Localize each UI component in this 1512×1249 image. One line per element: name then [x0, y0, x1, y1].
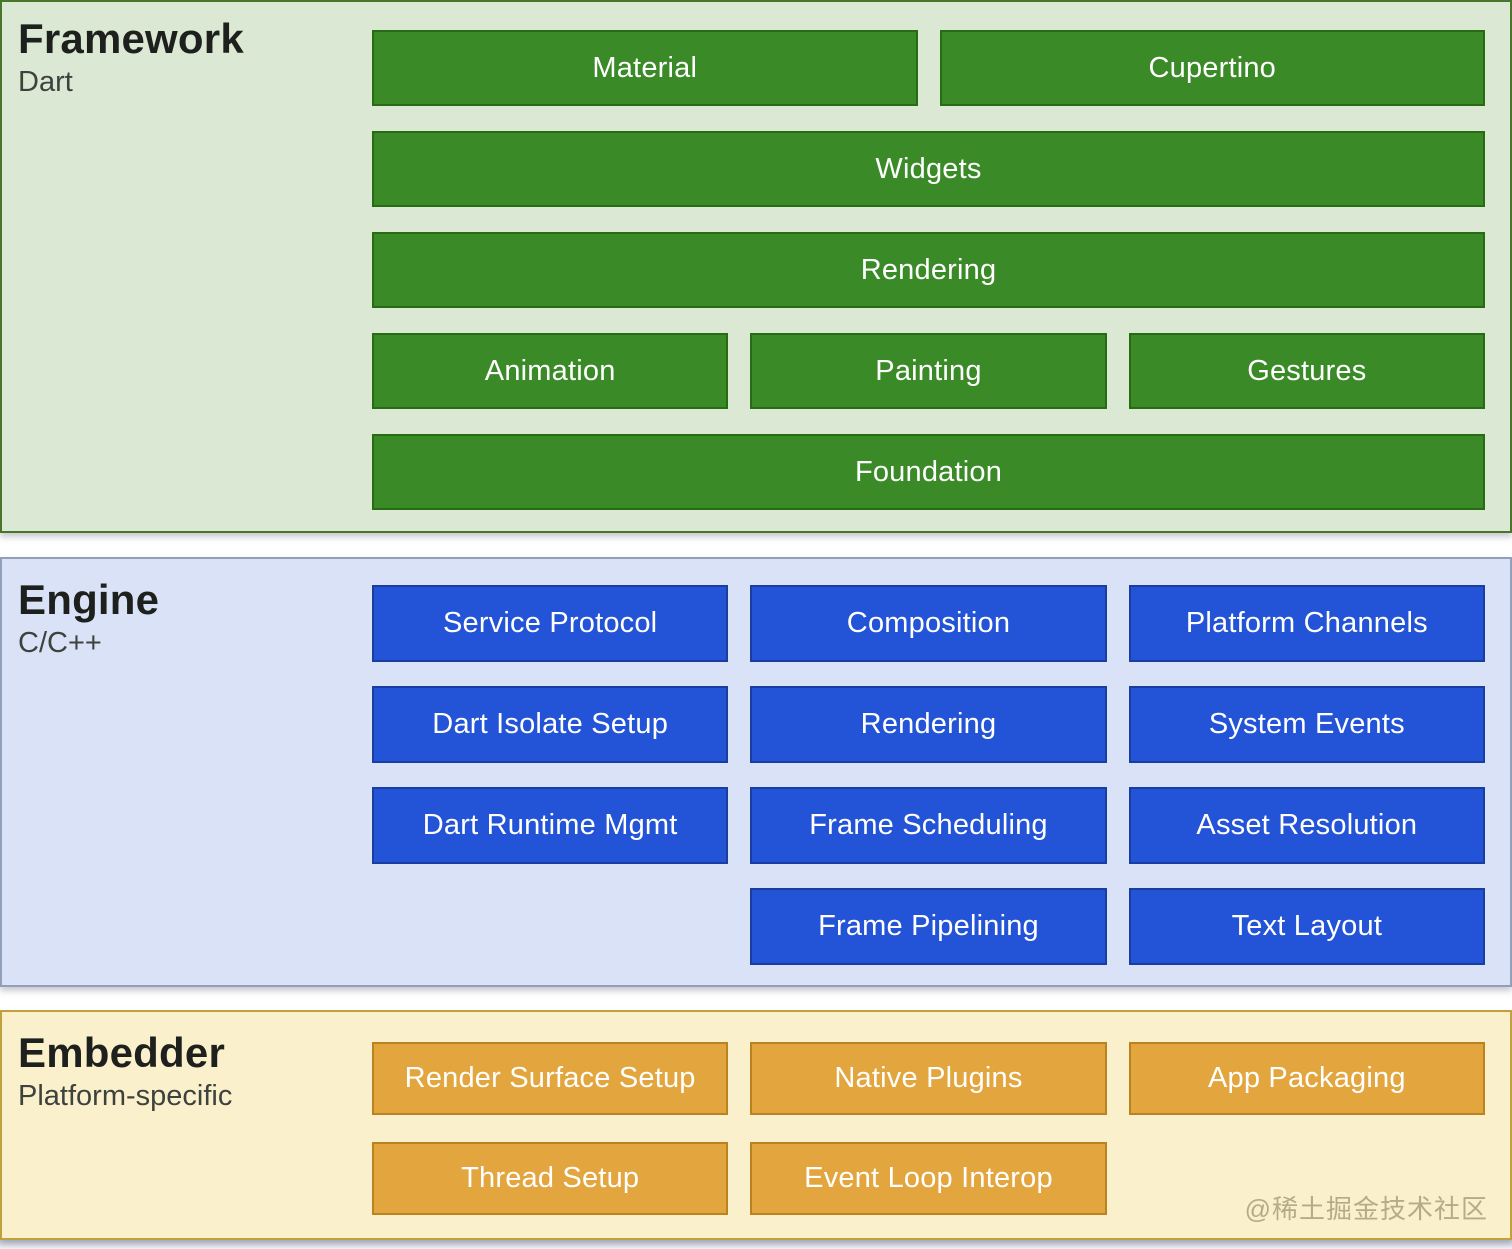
box-rendering: Rendering: [372, 232, 1485, 308]
embedder-row-1: Render Surface Setup Native Plugins App Pa…: [372, 1042, 1485, 1115]
framework-row-3: Rendering: [372, 232, 1485, 308]
box-label: Asset Resolution: [1196, 809, 1418, 841]
box-label: App Packaging: [1207, 1062, 1406, 1094]
embedder-title: Embedder: [18, 1029, 225, 1076]
box-dart-runtime-mgmt: Dart Runtime Mgmt: [372, 787, 729, 864]
box-thread-setup: Thread Setup: [372, 1142, 729, 1215]
box-label: Animation: [484, 354, 616, 387]
box-label: System Events: [1208, 708, 1405, 740]
framework-row-4: Animation Painting Gestures: [372, 333, 1485, 409]
framework-row-2: Widgets: [372, 131, 1485, 207]
box-widgets: Widgets: [372, 131, 1485, 207]
box-painting: Painting: [750, 333, 1107, 409]
embedder-subtitle: Platform-specific: [18, 1080, 233, 1113]
box-dart-isolate-setup: Dart Isolate Setup: [372, 686, 729, 763]
box-rendering: Rendering: [750, 686, 1107, 763]
box-label: Material: [592, 51, 698, 84]
framework-title: Framework: [18, 15, 244, 62]
box-label: Rendering: [860, 253, 997, 286]
engine-row-2: Dart Isolate Setup Rendering System Events: [372, 686, 1485, 763]
box-composition: Composition: [750, 585, 1107, 662]
box-label: Painting: [875, 354, 982, 387]
box-label: Event Loop Interop: [804, 1162, 1053, 1194]
box-animation: Animation: [372, 333, 729, 409]
engine-subtitle: C/C++: [18, 627, 102, 660]
box-label: Foundation: [854, 455, 1003, 488]
engine-row-1: Service Protocol Composition Platform Chan…: [372, 585, 1485, 662]
empty-slot: [372, 888, 728, 965]
framework-row-5: Foundation: [372, 434, 1485, 510]
box-service-protocol: Service Protocol: [372, 585, 729, 662]
box-foundation: Foundation: [372, 434, 1485, 510]
box-label: Dart Isolate Setup: [432, 708, 669, 740]
box-label: Rendering: [860, 708, 997, 740]
embedder-row-2: Thread Setup Event Loop Interop: [372, 1142, 1485, 1215]
box-system-events: System Events: [1128, 686, 1485, 763]
box-label: Platform Channels: [1185, 607, 1428, 639]
box-gestures: Gestures: [1128, 333, 1485, 409]
engine-row-4: Frame Pipelining Text Layout: [372, 888, 1485, 965]
box-event-loop-interop: Event Loop Interop: [750, 1142, 1107, 1215]
engine-row-3: Dart Runtime Mgmt Frame Scheduling Asset R…: [372, 787, 1485, 864]
box-label: Text Layout: [1231, 910, 1383, 942]
box-label: Frame Scheduling: [809, 809, 1048, 841]
engine-boxes: Service Protocol Composition Platform Chan…: [372, 585, 1485, 965]
box-platform-channels: Platform Channels: [1128, 585, 1485, 662]
box-asset-resolution: Asset Resolution: [1128, 787, 1485, 864]
box-label: Cupertino: [1148, 51, 1277, 84]
box-text-layout: Text Layout: [1128, 888, 1485, 965]
framework-subtitle: Dart: [18, 66, 73, 99]
box-render-surface-setup: Render Surface Setup: [372, 1042, 729, 1115]
box-frame-pipelining: Frame Pipelining: [750, 888, 1107, 965]
box-label: Native Plugins: [834, 1062, 1023, 1094]
box-frame-scheduling: Frame Scheduling: [750, 787, 1107, 864]
box-label: Service Protocol: [442, 607, 658, 639]
box-label: Composition: [846, 607, 1011, 639]
box-cupertino: Cupertino: [939, 30, 1485, 106]
box-label: Thread Setup: [461, 1162, 640, 1194]
box-label: Render Surface Setup: [404, 1062, 696, 1094]
box-label: Gestures: [1247, 354, 1367, 387]
box-native-plugins: Native Plugins: [750, 1042, 1107, 1115]
bottom-shadow-strip: [0, 1240, 1512, 1249]
framework-row-1: Material Cupertino: [372, 30, 1485, 106]
watermark: @稀土掘金技术社区: [1244, 1194, 1488, 1224]
box-label: Dart Runtime Mgmt: [422, 809, 678, 841]
embedder-boxes: Render Surface Setup Native Plugins App Pa…: [372, 1042, 1485, 1215]
box-material: Material: [372, 30, 918, 106]
engine-title: Engine: [18, 576, 160, 623]
box-label: Widgets: [875, 152, 982, 185]
box-label: Frame Pipelining: [818, 910, 1039, 942]
box-app-packaging: App Packaging: [1128, 1042, 1485, 1115]
